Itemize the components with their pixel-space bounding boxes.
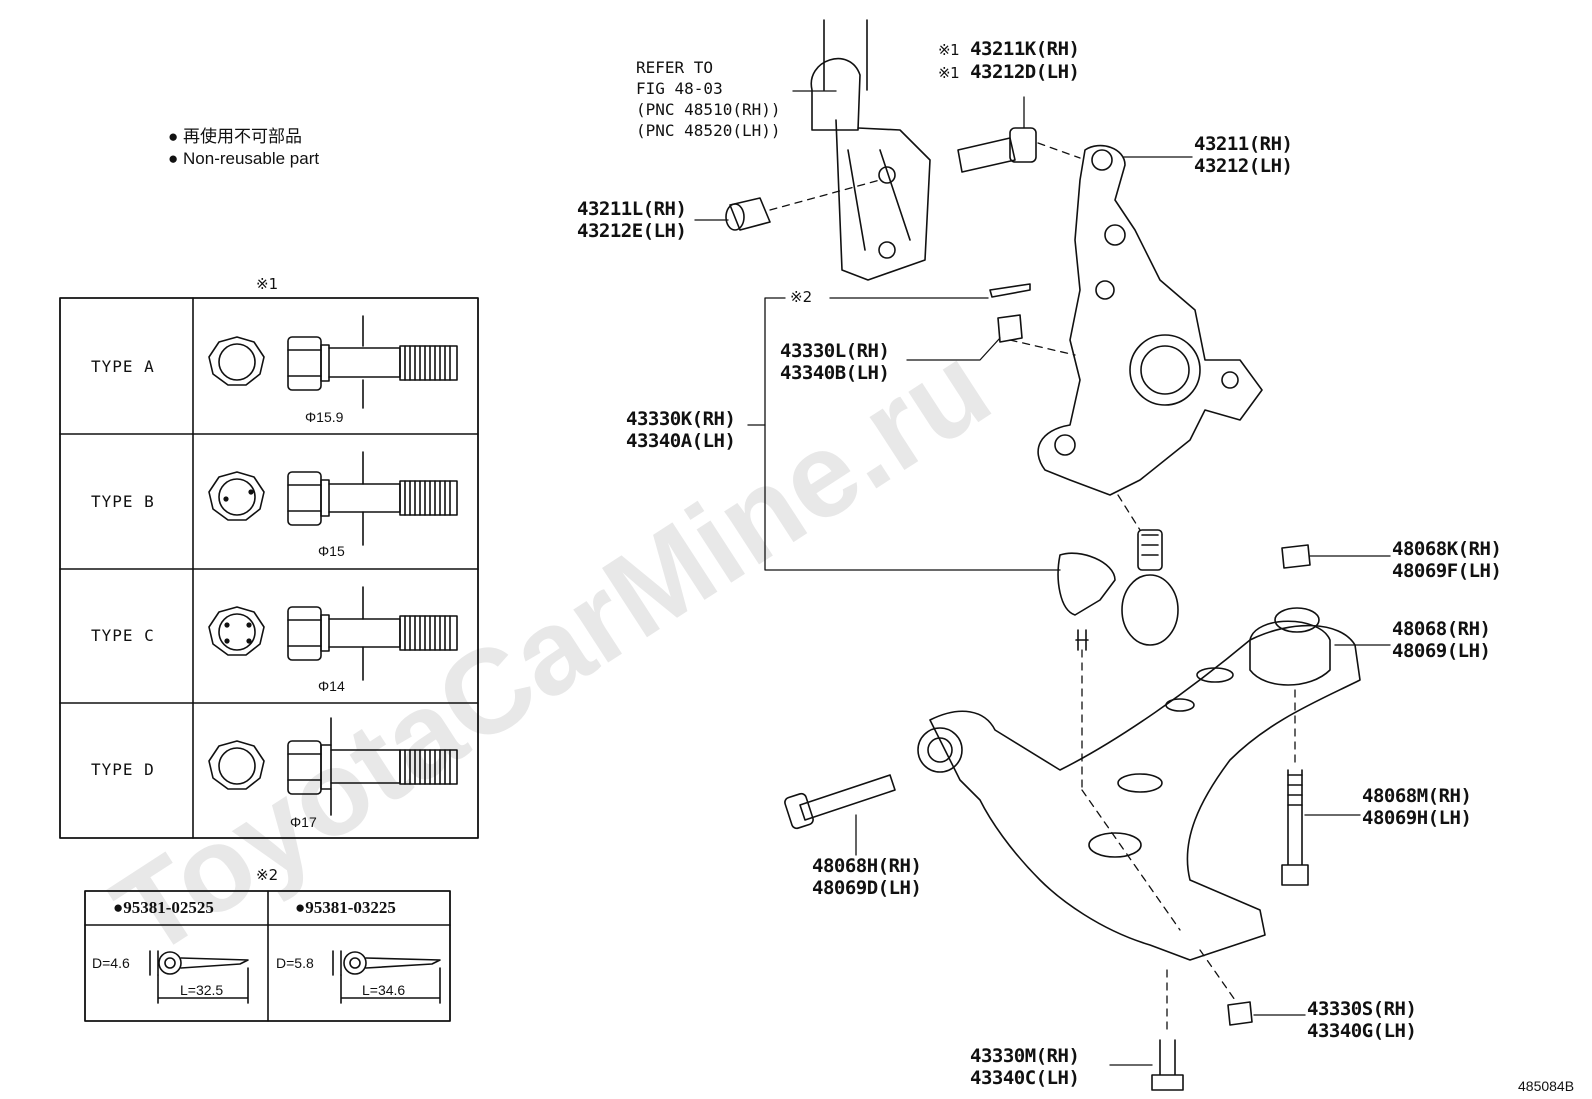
cotter-pin-1-diameter: D=4.6 <box>92 955 130 971</box>
legend-non-reusable-en: ● Non-reusable part <box>168 149 320 168</box>
part-callout-nut-43211l[interactable]: 43211L(RH) 43212E(LH) <box>577 198 687 242</box>
cotter-pin-2-diameter: D=5.8 <box>276 955 314 971</box>
cotter-pin-1-length: L=32.5 <box>180 982 224 998</box>
figure-id: 485084B <box>1518 1078 1575 1094</box>
leader-lines <box>694 90 1391 1066</box>
part-callout-bolt-48068h[interactable]: 48068H(RH) 48069D(LH) <box>812 855 922 899</box>
bolt-type-c-label: TYPE C <box>91 626 155 645</box>
cotter-pin-1-part-number: ●95381-02525 <box>113 898 214 917</box>
assembly-dashed-lines <box>769 142 1296 1036</box>
cotter-pin-2-part-number: ●95381-03225 <box>295 898 396 917</box>
bolt-type-d-diameter: Φ17 <box>290 814 317 830</box>
bolt-type-a-label: TYPE A <box>91 357 155 376</box>
legend-non-reusable-jp: ● 再使用不可部品 <box>168 127 303 146</box>
lower-control-arm-drawing <box>917 607 1361 961</box>
part-callout-nut-43330s[interactable]: 43330S(RH) 43340G(LH) <box>1307 998 1417 1042</box>
part-callout-lower-arm-48068[interactable]: 48068(RH) 48069(LH) <box>1392 618 1491 662</box>
bolt-type-b-label: TYPE B <box>91 492 155 511</box>
part-callout-nut-48068k[interactable]: 48068K(RH) 48069F(LH) <box>1392 538 1502 582</box>
hub-bolt-type-d-drawing <box>208 717 458 816</box>
bullet-icon: ● <box>168 149 179 168</box>
part-callout-bolt-48068m[interactable]: 48068M(RH) 48069H(LH) <box>1362 785 1472 829</box>
hub-bolt-type-c-drawing <box>208 586 458 681</box>
hub-bolt-type-b-drawing <box>208 451 458 546</box>
bolt-type-a-diameter: Φ15.9 <box>305 409 344 425</box>
refer-to-figure-note[interactable]: REFER TO FIG 48-03 (PNC 48510(RH)) (PNC … <box>636 58 781 140</box>
part-callout-knuckle-43211[interactable]: 43211(RH) 43212(LH) <box>1194 133 1293 177</box>
hub-bolt-type-a-drawing <box>208 315 458 409</box>
bolt-type-d-label: TYPE D <box>91 760 155 779</box>
bolt-type-c-diameter: Φ14 <box>318 678 345 694</box>
cotter-pin-marker-callout[interactable]: ※2 <box>790 288 813 306</box>
shock-absorber-strut-drawing <box>810 19 931 281</box>
bolt-type-table-grid <box>59 297 479 839</box>
ball-joint-drawing <box>1057 529 1179 651</box>
bolt-table-marker: ※1 <box>256 275 279 293</box>
cotter-pin-table-grid <box>84 890 451 1022</box>
bullet-icon: ● <box>168 127 179 146</box>
part-callout-bolt-43330m[interactable]: 43330M(RH) 43340C(LH) <box>970 1045 1080 1089</box>
steering-knuckle-drawing <box>1037 144 1263 496</box>
part-callout-bolt-43211k[interactable]: ※1 43211K(RH) ※1 43212D(LH) <box>938 38 1080 83</box>
cotter-pin-2-length: L=34.6 <box>362 982 406 998</box>
part-callout-nut-43330l[interactable]: 43330L(RH) 43340B(LH) <box>780 340 890 384</box>
part-callout-ball-joint-43330k[interactable]: 43330K(RH) 43340A(LH) <box>626 408 736 452</box>
cotter-table-marker: ※2 <box>256 866 279 884</box>
small-hardware-drawings <box>725 127 1311 1091</box>
bolt-type-b-diameter: Φ15 <box>318 543 345 559</box>
